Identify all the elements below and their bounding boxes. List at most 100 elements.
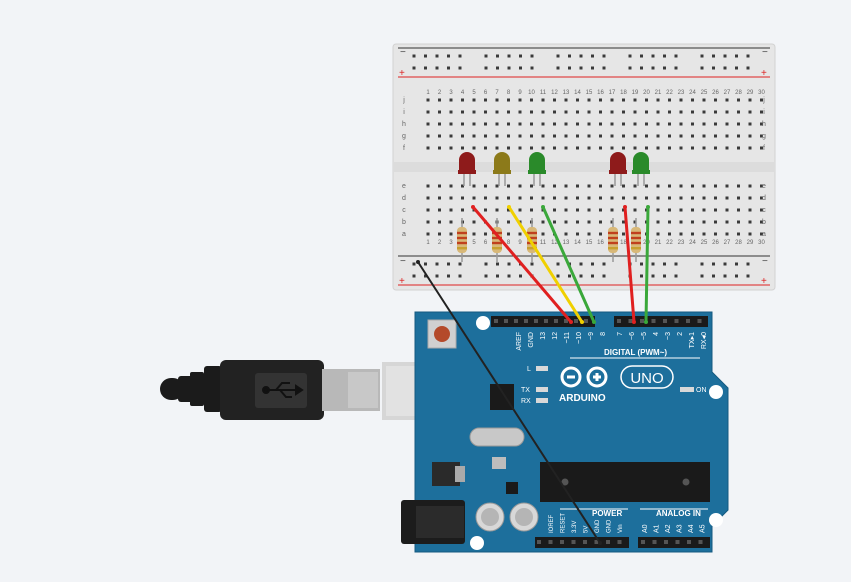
row-letter: f (403, 145, 405, 152)
column-number-top: 27 (724, 90, 731, 96)
column-number-top: 3 (449, 90, 453, 96)
column-number-bottom: 2 (438, 240, 442, 246)
column-number-top: 4 (461, 90, 465, 96)
column-number-top: 28 (735, 90, 742, 96)
column-number-top: 2 (438, 90, 442, 96)
digital-pin-label: TX▸1 (689, 332, 696, 348)
analog-pin-label: A0 (642, 524, 649, 533)
digital-pin-label: 8 (600, 332, 607, 336)
column-number-bottom: 25 (701, 240, 708, 246)
column-number-bottom: 29 (747, 240, 754, 246)
digital-label: DIGITAL (PWM~) (604, 348, 667, 357)
row-letter: a (762, 231, 766, 238)
wire[interactable] (471, 205, 573, 324)
wire-endpoint (644, 320, 648, 324)
power-header[interactable] (535, 537, 629, 548)
wire[interactable] (507, 205, 584, 324)
uno-badge: UNO (620, 365, 674, 389)
analog-pin-label: A1 (654, 524, 661, 533)
wire-endpoint (416, 260, 420, 264)
column-number-top: 30 (758, 90, 765, 96)
arduino-logo-icon (560, 366, 608, 388)
breadboard[interactable]: − + − + − + − + 112233445566778899101011… (392, 43, 776, 291)
rail-plus-bottom-left: + (399, 276, 405, 287)
led[interactable] (609, 152, 627, 186)
column-number-bottom: 11 (540, 240, 547, 246)
capacitor (509, 502, 539, 532)
column-number-bottom: 1 (426, 240, 430, 246)
column-number-top: 24 (689, 90, 696, 96)
digital-pin-label: ~11 (564, 332, 571, 343)
wire-endpoint (592, 320, 596, 324)
column-number-bottom: 8 (507, 240, 511, 246)
column-number-top: 17 (609, 90, 616, 96)
led[interactable] (632, 152, 650, 186)
digital-pin-label: ~10 (576, 332, 583, 344)
resistor[interactable] (457, 218, 467, 262)
column-number-top: 6 (484, 90, 488, 96)
digital-pin-label: 7 (617, 332, 624, 336)
led[interactable] (458, 152, 476, 186)
atmega-chip (540, 462, 710, 502)
analog-label: ANALOG IN (656, 509, 701, 518)
column-number-top: 18 (620, 90, 627, 96)
wire-endpoint (580, 320, 584, 324)
analog-pin-label: A2 (665, 524, 672, 533)
resistor[interactable] (608, 218, 618, 262)
row-letter: b (762, 219, 766, 226)
power-jack[interactable] (401, 500, 465, 544)
on-label: ON (696, 387, 707, 394)
column-number-bottom: 6 (484, 240, 488, 246)
svg-text:UNO: UNO (630, 370, 663, 387)
row-letter: f (763, 145, 765, 152)
wire[interactable] (417, 261, 601, 544)
digital-pin-label: RX◂0 (701, 332, 708, 349)
analog-header[interactable] (638, 537, 710, 548)
wire[interactable] (541, 205, 596, 324)
capacitor (475, 502, 505, 532)
row-letter: h (402, 121, 406, 128)
column-number-top: 8 (507, 90, 511, 96)
arduino-board[interactable]: L TX RX ON ARDUINO UNO DIGITAL (PWM~) PO… (401, 311, 729, 553)
row-letter: c (762, 207, 766, 214)
row-letter: c (402, 207, 406, 214)
column-number-top: 7 (495, 90, 499, 96)
column-number-top: 1 (426, 90, 430, 96)
power-pin-label: RESET (561, 513, 567, 533)
row-letter: d (402, 195, 406, 202)
wire[interactable] (644, 205, 650, 324)
rail-minus-top-left: − (400, 47, 406, 58)
breadboard-labels: 1122334455667788991010111112121313141415… (402, 90, 766, 246)
arduino-wordmark: ARDUINO (559, 393, 606, 404)
column-number-top: 19 (632, 90, 639, 96)
wire[interactable] (623, 205, 636, 324)
analog-pin-label: A3 (677, 524, 684, 533)
digital-header[interactable] (491, 316, 708, 327)
column-number-bottom: 15 (586, 240, 593, 246)
power-pin-label: 3.3V (572, 521, 578, 533)
digital-pin-label: 2 (677, 332, 684, 336)
led-l-label: L (527, 366, 531, 373)
row-letter: j (762, 97, 765, 104)
column-number-top: 11 (540, 90, 547, 96)
digital-pin-label: GND (528, 332, 535, 348)
reset-button[interactable] (427, 319, 457, 349)
column-number-top: 9 (518, 90, 522, 96)
led[interactable] (493, 152, 511, 186)
led-rx-label: RX (521, 398, 531, 405)
rail-plus-top-left: + (399, 68, 405, 79)
usb-icon (262, 382, 304, 398)
rail-plus-bottom-right: + (761, 276, 767, 287)
power-pin-label: Vin (618, 524, 624, 533)
row-letter: h (762, 121, 766, 128)
column-number-top: 22 (666, 90, 673, 96)
analog-pin-label: A4 (688, 524, 695, 533)
led[interactable] (528, 152, 546, 186)
wires[interactable] (416, 205, 650, 545)
leds (458, 152, 650, 186)
resistor[interactable] (631, 218, 641, 262)
wire-endpoint (471, 205, 475, 209)
column-number-bottom: 30 (758, 240, 765, 246)
digital-pin-label: 13 (540, 332, 547, 340)
